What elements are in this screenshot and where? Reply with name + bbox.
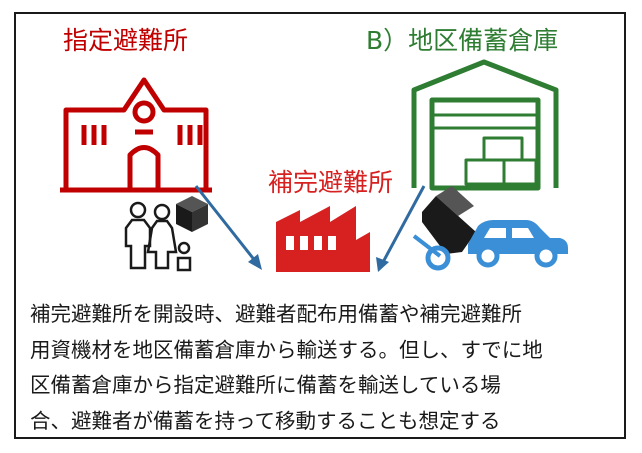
description-text: 補完避難所を開設時、避難者配布用備蓄や補完避難所 用資機材を地区備蓄倉庫から輸送… xyxy=(30,297,620,439)
car-icon xyxy=(468,220,568,268)
supplementary-shelter-label: 補完避難所 xyxy=(268,168,394,197)
factory-building-icon xyxy=(276,206,370,272)
description-line: 用資機材を地区備蓄倉庫から輸送する。但し、すでに地 xyxy=(30,337,543,362)
hand-truck-icon xyxy=(412,186,476,271)
family-icon xyxy=(124,201,192,272)
designated-shelter-label: 指定避難所 xyxy=(63,26,189,55)
box-icon xyxy=(176,196,208,232)
arrow-icon xyxy=(194,185,426,272)
school-building-icon xyxy=(60,77,212,193)
district-storage-label: B）地区備蓄倉庫 xyxy=(366,26,559,55)
description-line: 区備蓄倉庫から指定避難所に備蓄を輸送している場 xyxy=(30,373,501,397)
description-line: 合、避難者が備蓄を持って移動することも想定する xyxy=(30,408,501,433)
warehouse-icon xyxy=(411,59,559,191)
description-line: 補完避難所を開設時、避難者配布用備蓄や補完避難所 xyxy=(30,302,522,326)
